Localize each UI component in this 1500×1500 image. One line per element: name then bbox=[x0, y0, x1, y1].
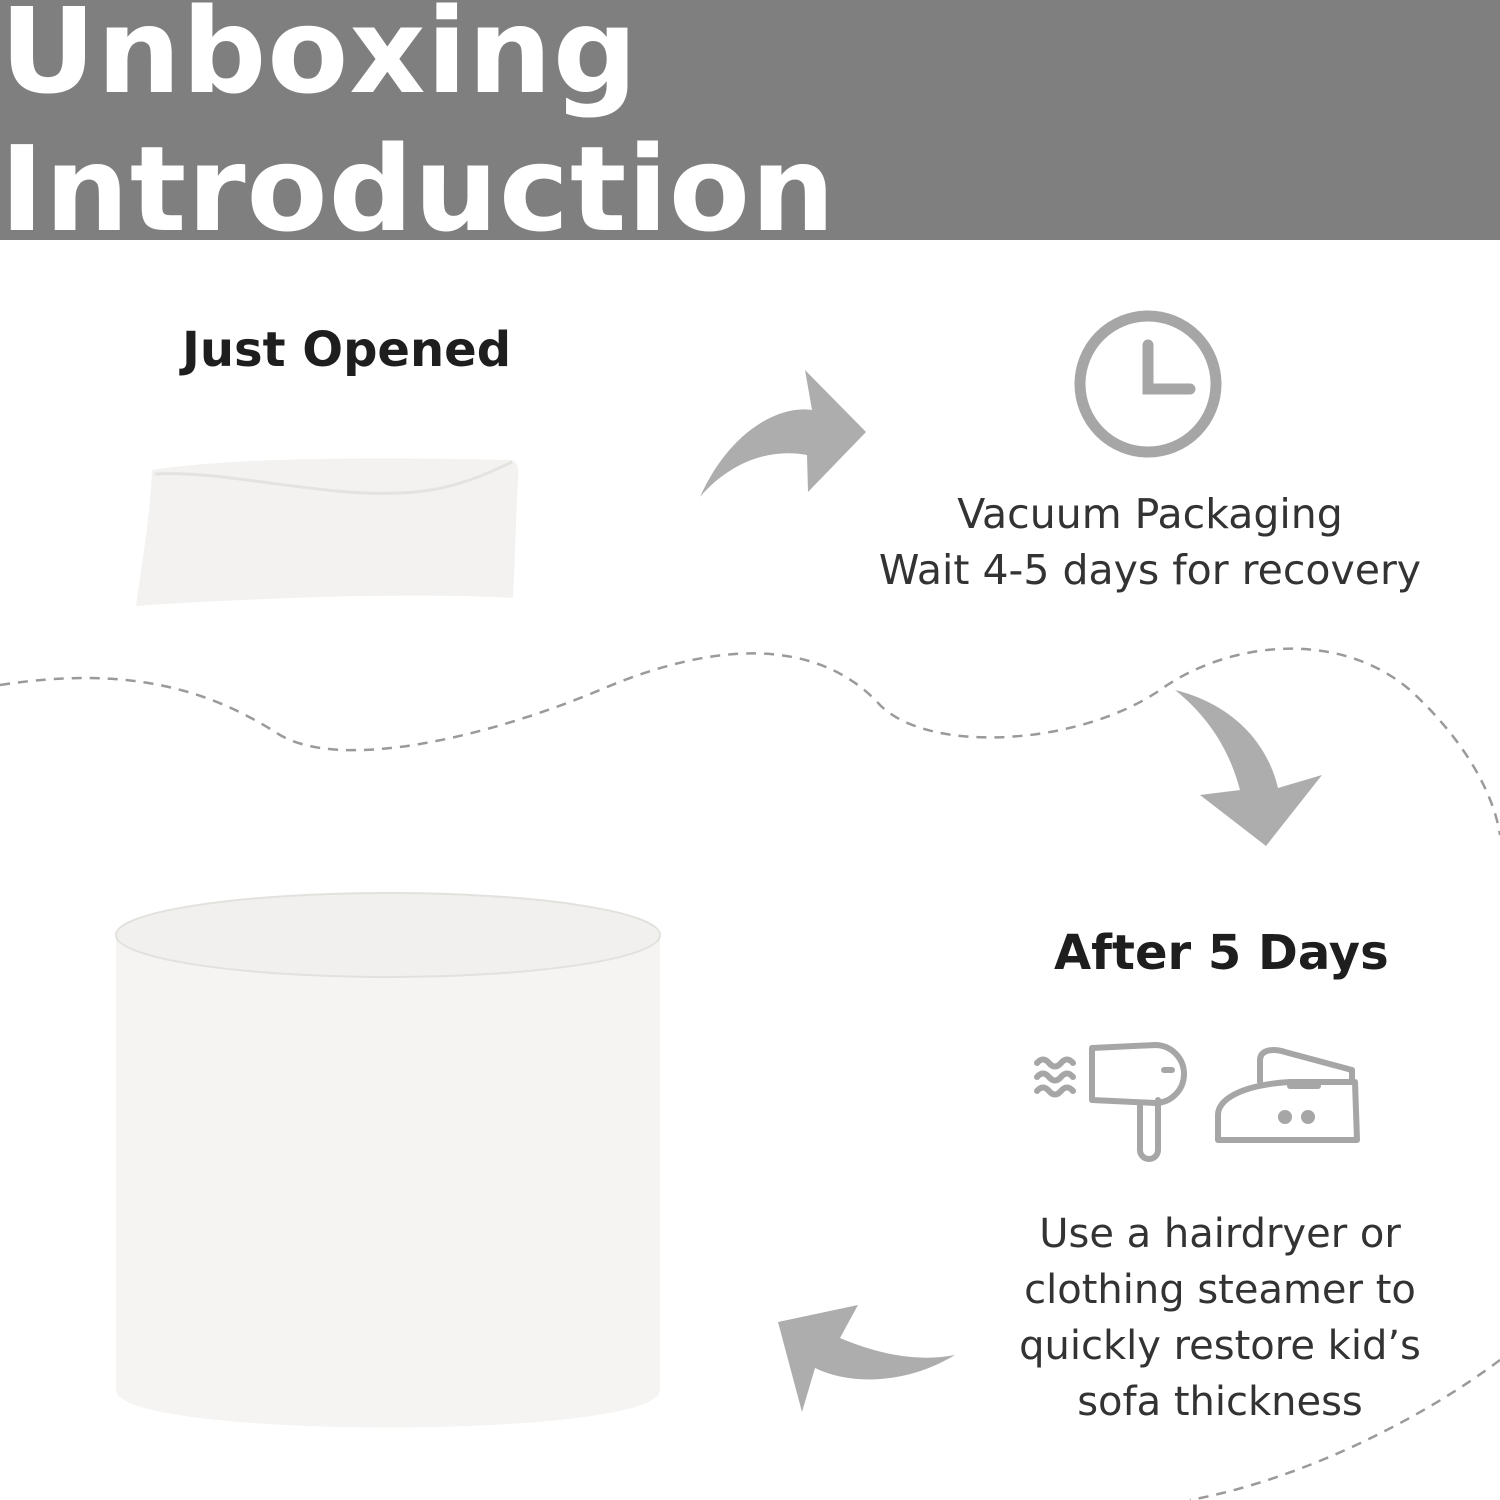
dashed-flow-line bbox=[0, 647, 1500, 836]
restore-text-line-4: sofa thickness bbox=[1077, 1379, 1363, 1425]
dashed-flow-line-lower bbox=[1189, 1358, 1500, 1500]
page-title: Unboxing Introduction bbox=[0, 0, 836, 258]
arrow-left-icon bbox=[778, 1305, 955, 1412]
just-opened-heading: Just Opened bbox=[182, 322, 512, 378]
restored-ottoman-image bbox=[115, 892, 661, 1428]
clock-icon bbox=[1074, 310, 1222, 458]
wait-text-line-2: Wait 4-5 days for recovery bbox=[878, 546, 1422, 594]
wait-text-line-1: Vacuum Packaging bbox=[957, 490, 1343, 538]
restore-text-line-1: Use a hairdryer or bbox=[1039, 1211, 1401, 1257]
restore-instructions-text: Use a hairdryer or clothing steamer to q… bbox=[1000, 1206, 1440, 1430]
header-banner: Unboxing Introduction bbox=[0, 0, 1500, 258]
restore-text-line-2: clothing steamer to bbox=[1024, 1267, 1416, 1313]
arrow-right-icon bbox=[700, 370, 866, 497]
hairdryer-icon bbox=[1034, 1042, 1187, 1162]
clothing-steamer-icon bbox=[1215, 1047, 1360, 1143]
restore-text-line-3: quickly restore kid’s bbox=[1019, 1323, 1421, 1369]
after-5-days-heading: After 5 Days bbox=[1054, 925, 1389, 981]
arrow-down-icon bbox=[1175, 690, 1322, 846]
compressed-cushion-image bbox=[136, 458, 519, 606]
vacuum-packaging-text: Vacuum Packaging Wait 4-5 days for recov… bbox=[870, 486, 1430, 598]
